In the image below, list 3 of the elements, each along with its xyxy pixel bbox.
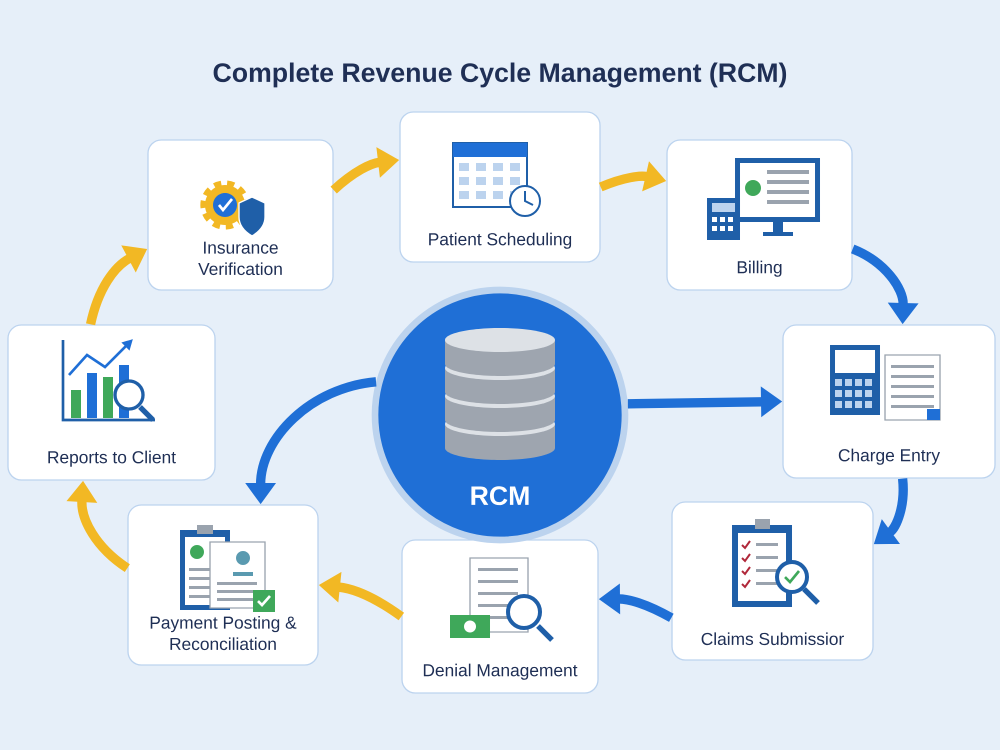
- process-box: Insurance Verification: [147, 139, 334, 291]
- title: Complete Revenue Cycle Management (RCM): [214, 62, 786, 88]
- process-box: Reports to Client: [7, 324, 216, 481]
